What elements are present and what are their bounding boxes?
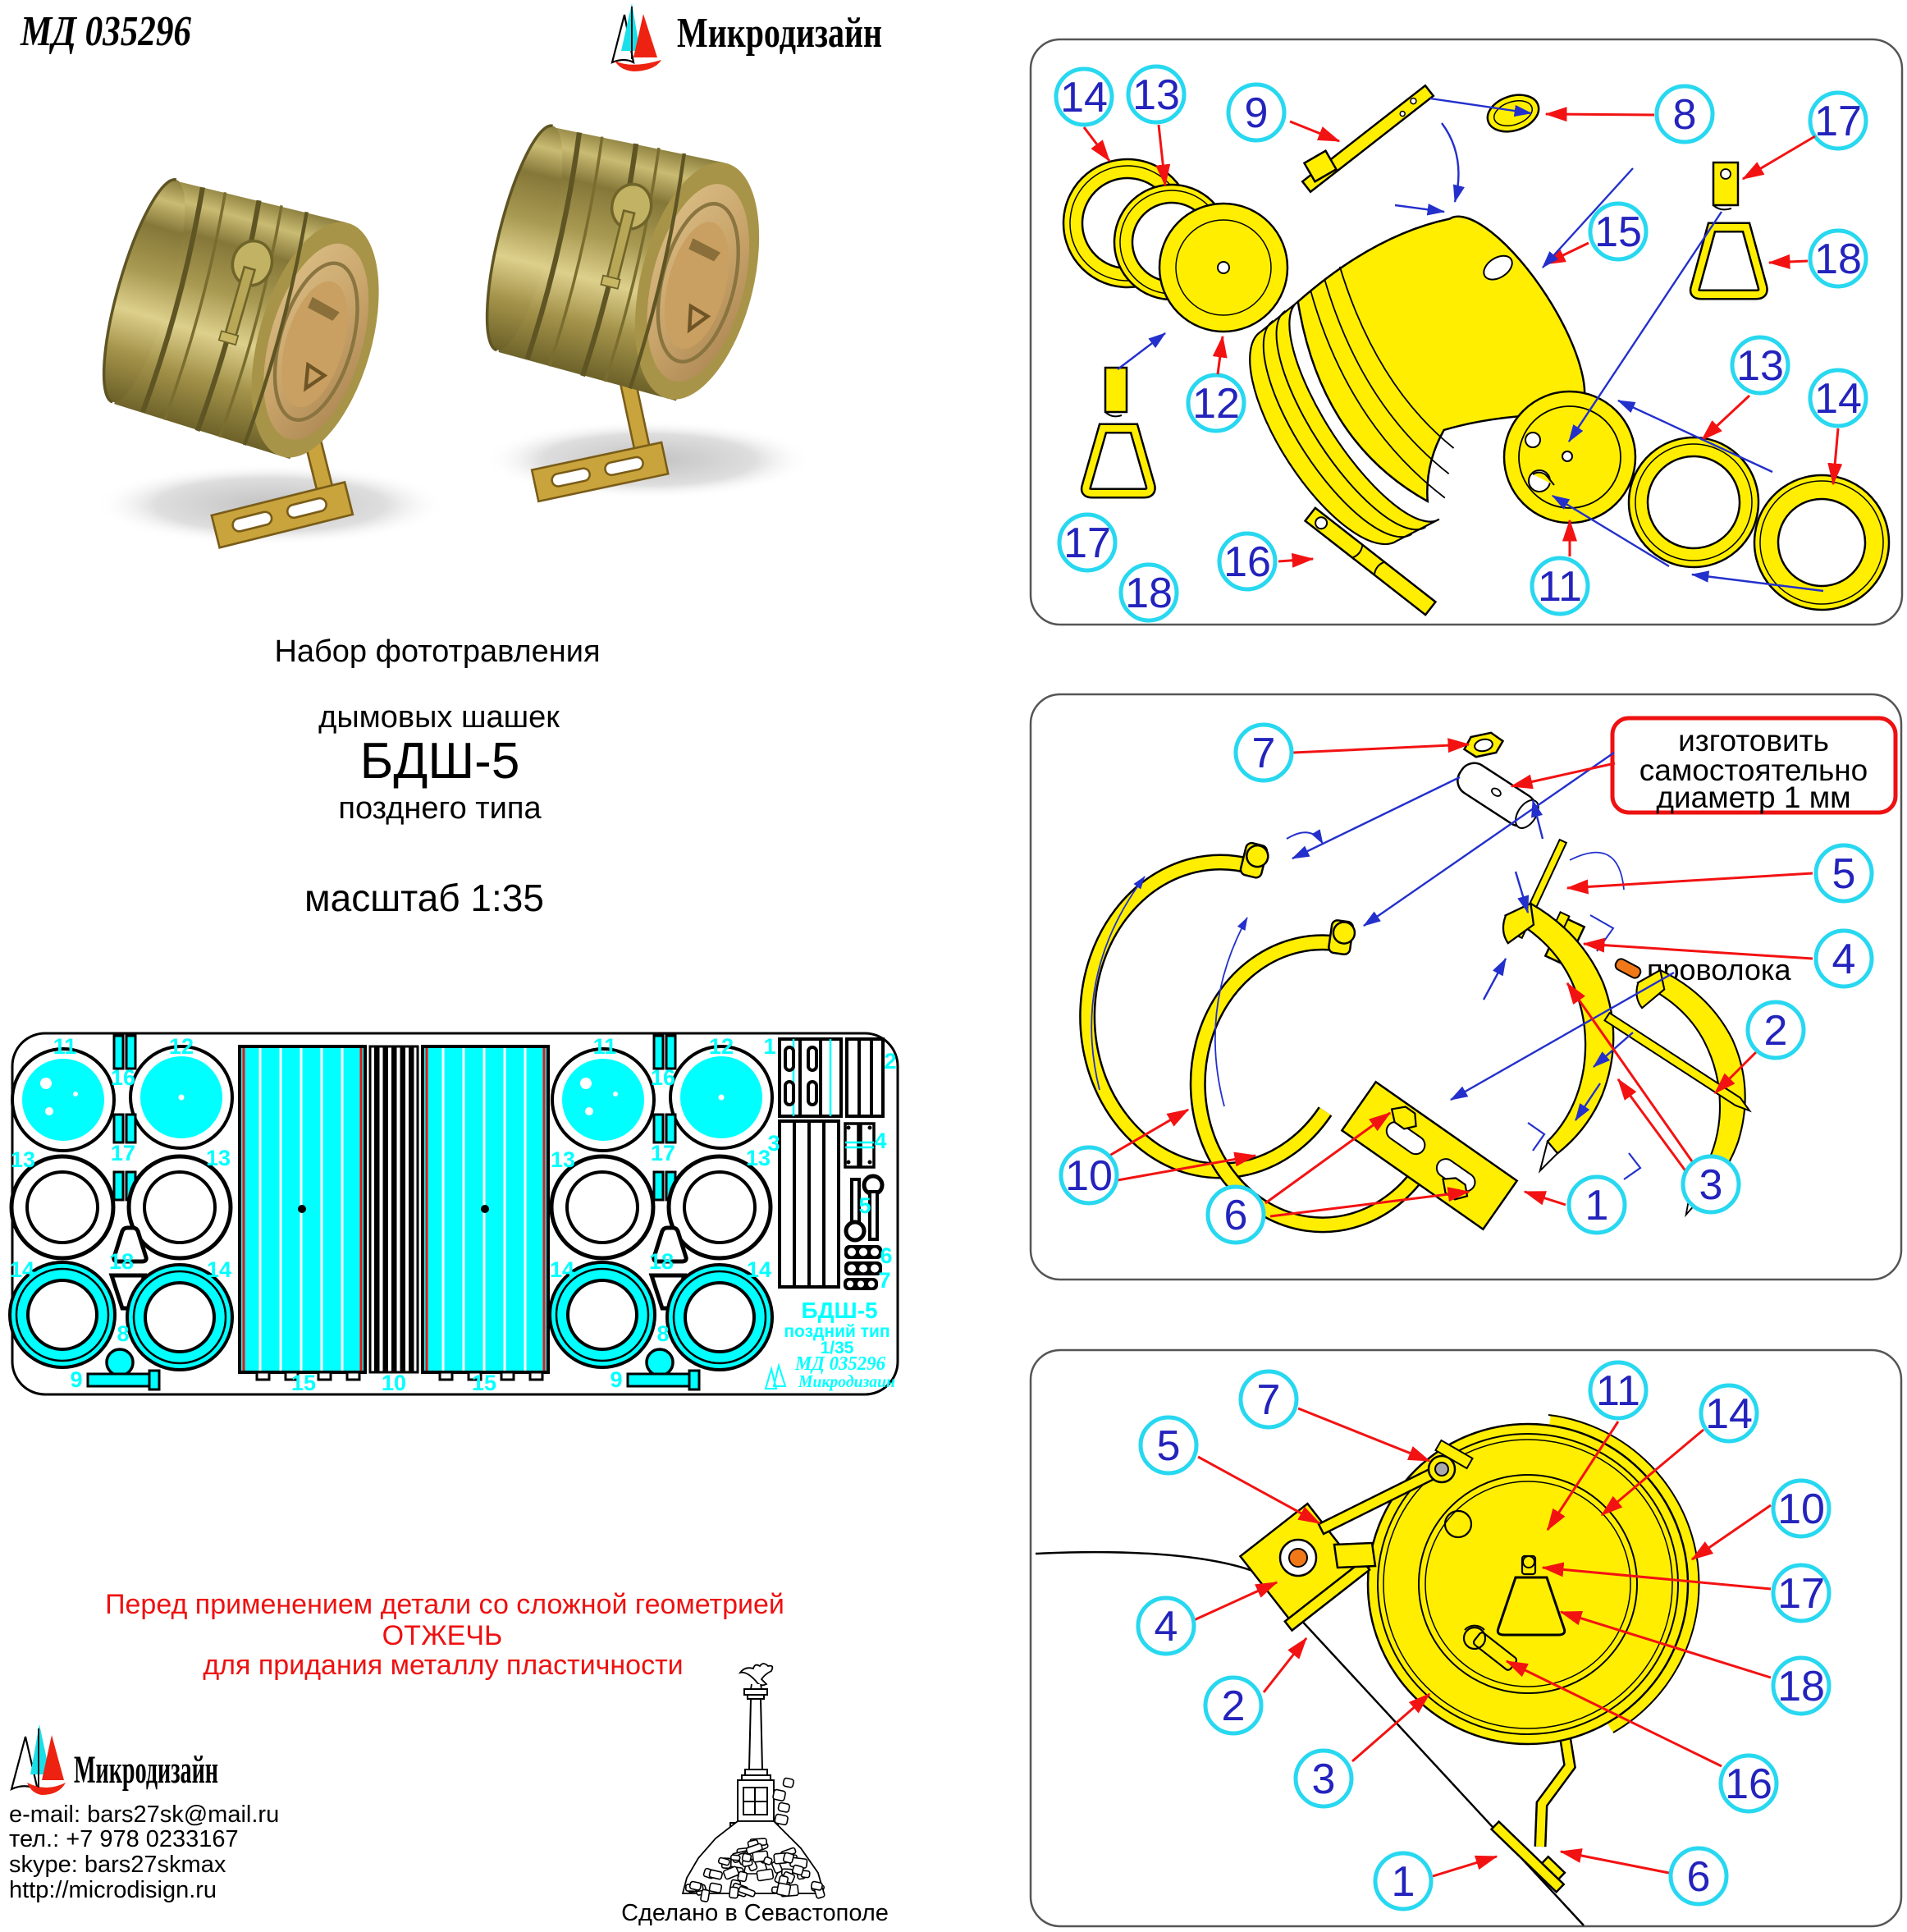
svg-text:4: 4 xyxy=(1832,936,1856,983)
svg-text:диаметр 1 мм: диаметр 1 мм xyxy=(1656,781,1850,814)
svg-text:6: 6 xyxy=(880,1243,892,1268)
svg-text:Перед применением детали со сл: Перед применением детали со сложной геом… xyxy=(105,1589,784,1620)
svg-text:14: 14 xyxy=(550,1257,574,1282)
svg-text:Микродизайн: Микродизайн xyxy=(677,10,882,57)
svg-text:9: 9 xyxy=(610,1367,622,1392)
svg-text:5: 5 xyxy=(1157,1422,1181,1470)
svg-text:9: 9 xyxy=(70,1367,82,1392)
svg-text:поздний тип: поздний тип xyxy=(784,1322,889,1341)
svg-text:http://microdisign.ru: http://microdisign.ru xyxy=(9,1877,217,1903)
svg-text:11: 11 xyxy=(593,1034,617,1059)
svg-text:2: 2 xyxy=(1222,1682,1246,1730)
svg-text:11: 11 xyxy=(1596,1367,1640,1415)
svg-text:14: 14 xyxy=(1705,1390,1753,1438)
svg-text:9: 9 xyxy=(1245,89,1269,137)
svg-text:11: 11 xyxy=(53,1034,77,1059)
svg-text:skype: bars27skmax: skype: bars27skmax xyxy=(9,1852,226,1878)
svg-text:10: 10 xyxy=(1777,1486,1825,1533)
svg-text:6: 6 xyxy=(1687,1853,1711,1901)
svg-text:10: 10 xyxy=(1065,1152,1113,1200)
svg-text:17: 17 xyxy=(651,1141,675,1165)
svg-text:1: 1 xyxy=(763,1034,775,1059)
svg-text:6: 6 xyxy=(1224,1192,1248,1239)
svg-text:ОТЖЕЧЬ: ОТЖЕЧЬ xyxy=(382,1620,503,1651)
svg-text:8: 8 xyxy=(117,1321,129,1346)
svg-text:МД 035296: МД 035296 xyxy=(794,1353,885,1375)
svg-text:8: 8 xyxy=(656,1321,669,1346)
svg-text:14: 14 xyxy=(207,1257,231,1282)
svg-text:12: 12 xyxy=(1192,380,1240,428)
svg-text:изготовить: изготовить xyxy=(1678,724,1829,758)
svg-text:14: 14 xyxy=(1814,375,1862,423)
svg-text:дымовых шашек: дымовых шашек xyxy=(318,700,560,735)
svg-text:14: 14 xyxy=(10,1257,34,1282)
svg-text:18: 18 xyxy=(1125,570,1173,617)
svg-text:15: 15 xyxy=(1594,208,1642,256)
svg-text:МД 035296: МД 035296 xyxy=(20,8,191,55)
svg-text:17: 17 xyxy=(111,1141,135,1165)
svg-text:2: 2 xyxy=(1764,1007,1788,1055)
svg-text:16: 16 xyxy=(111,1065,135,1090)
svg-text:11: 11 xyxy=(1538,563,1582,611)
svg-text:18: 18 xyxy=(1777,1663,1825,1710)
svg-text:Микродизайн: Микродизайн xyxy=(74,1748,218,1792)
svg-text:17: 17 xyxy=(1777,1570,1825,1618)
svg-text:1/35: 1/35 xyxy=(821,1339,854,1357)
svg-text:13: 13 xyxy=(746,1146,771,1170)
svg-text:10: 10 xyxy=(382,1371,406,1395)
svg-text:e-mail: bars27sk@mail.ru: e-mail: bars27sk@mail.ru xyxy=(9,1802,279,1828)
svg-text:3: 3 xyxy=(767,1131,780,1156)
svg-text:1: 1 xyxy=(1585,1182,1609,1229)
svg-text:7: 7 xyxy=(878,1268,890,1293)
svg-text:самостоятельно: самостоятельно xyxy=(1639,753,1868,787)
svg-text:13: 13 xyxy=(551,1147,575,1172)
svg-text:15: 15 xyxy=(472,1371,496,1395)
svg-text:14: 14 xyxy=(1060,74,1108,121)
svg-text:3: 3 xyxy=(1699,1161,1723,1209)
svg-text:Набор фототравления: Набор фототравления xyxy=(274,634,600,669)
svg-text:БДШ-5: БДШ-5 xyxy=(801,1298,877,1323)
svg-text:позднего типа: позднего типа xyxy=(338,791,542,826)
svg-text:16: 16 xyxy=(1223,538,1271,586)
svg-text:тел.: +7 978 0233167: тел.: +7 978 0233167 xyxy=(9,1826,239,1852)
svg-text:масштаб 1:35: масштаб 1:35 xyxy=(304,877,544,919)
svg-text:4: 4 xyxy=(1155,1603,1178,1650)
svg-text:15: 15 xyxy=(291,1371,316,1395)
svg-text:18: 18 xyxy=(109,1249,134,1274)
svg-text:БДШ-5: БДШ-5 xyxy=(360,733,520,790)
svg-text:для придания металлу пластично: для придания металлу пластичности xyxy=(203,1650,683,1681)
svg-text:16: 16 xyxy=(1725,1760,1772,1808)
svg-text:18: 18 xyxy=(1814,236,1862,283)
svg-text:13: 13 xyxy=(11,1147,35,1172)
svg-text:17: 17 xyxy=(1814,98,1862,145)
svg-text:12: 12 xyxy=(709,1034,734,1059)
svg-text:12: 12 xyxy=(169,1034,194,1059)
svg-text:5: 5 xyxy=(1832,850,1856,898)
svg-text:3: 3 xyxy=(1312,1756,1336,1803)
svg-text:17: 17 xyxy=(1063,520,1111,567)
svg-text:13: 13 xyxy=(1132,71,1180,119)
svg-text:13: 13 xyxy=(1736,342,1784,390)
svg-text:16: 16 xyxy=(651,1065,675,1090)
svg-text:7: 7 xyxy=(1257,1376,1281,1424)
svg-text:4: 4 xyxy=(874,1129,886,1153)
svg-text:13: 13 xyxy=(206,1146,231,1170)
svg-text:5: 5 xyxy=(858,1193,871,1218)
svg-text:Микродизаин: Микродизаин xyxy=(798,1371,895,1391)
svg-text:14: 14 xyxy=(747,1257,771,1282)
svg-text:2: 2 xyxy=(884,1049,896,1074)
svg-text:8: 8 xyxy=(1673,91,1697,139)
svg-text:7: 7 xyxy=(1252,730,1276,777)
svg-text:1: 1 xyxy=(1392,1858,1415,1906)
svg-text:18: 18 xyxy=(649,1249,674,1274)
svg-text:Сделано в Севастополе: Сделано в Севастополе xyxy=(621,1900,889,1926)
